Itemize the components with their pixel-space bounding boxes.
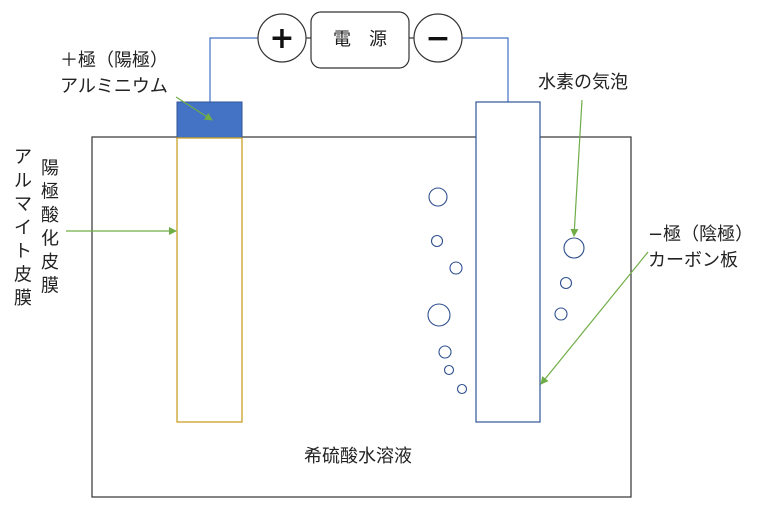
bubble [428,187,448,207]
bubble [449,261,463,275]
cathode-label-arrow [540,251,649,385]
bubbles-label: 水素の気泡 [538,72,628,93]
bubble [563,237,585,259]
film-label-char: 酸 [41,205,59,226]
anode-oxide-film [176,137,243,423]
film-label-char: 陽 [41,158,59,179]
film-label-char: 膜 [14,288,32,309]
film-label-char: ア [14,147,32,168]
power-supply-box [310,11,410,69]
anode-wire [209,37,258,102]
power-supply-label: 電 源 [333,29,387,50]
bubble [430,234,444,248]
minus-sign: − [425,21,450,56]
bubble [443,364,455,376]
cathode-carbon-plate [475,101,541,423]
anode-aluminum-block [176,101,243,139]
electrolyte-label: 希硫酸水溶液 [304,446,412,467]
cathode-label-line2: カーボン板 [648,250,738,271]
film-label-char: 皮 [14,265,32,286]
bubble [559,276,573,290]
film-label-char: マ [14,194,32,215]
film-label-char: 化 [41,229,59,250]
plus-sign: + [269,21,294,56]
minus-terminal [413,13,463,63]
bubble [427,303,451,327]
bubble-label-arrow [570,99,583,237]
film-label-char: ル [14,171,32,192]
bubble [438,345,452,359]
anode-label-arrow [175,96,213,121]
cathode-wire [462,37,509,102]
electrolyte-tank [91,136,632,498]
hydrogen-bubbles [427,187,585,395]
film-label-char: イ [14,218,32,239]
bubble [456,383,468,395]
anode-label-line1: ＋極（陽極） [60,50,168,71]
anode-label-line2: アルミニウム [60,76,168,97]
film-label-char: ト [14,241,32,262]
bubble [554,307,568,321]
cathode-label-line1: −極（陰極） [648,224,753,245]
film-label-char: 極 [41,182,59,203]
film-label-char: 皮 [41,252,59,273]
plus-terminal [257,13,307,63]
film-label-char: 膜 [41,276,59,297]
